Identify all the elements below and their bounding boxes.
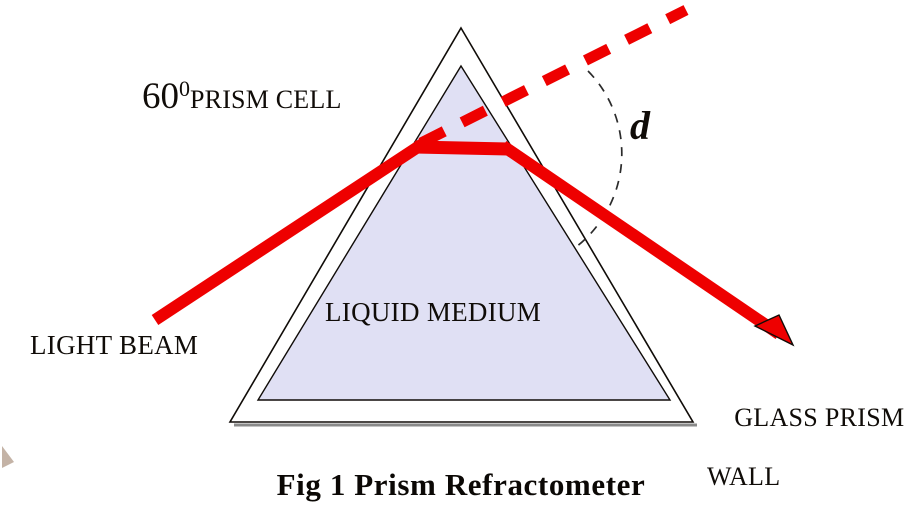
scan-artifact-mark	[2, 446, 14, 468]
glass-prism-wall-line-1: GLASS PRISM	[734, 403, 905, 433]
incident-beam	[151, 137, 428, 326]
prism-cell-text: PRISM CELL	[190, 85, 342, 115]
label-prism-cell: 600PRISM CELL	[113, 46, 342, 149]
prism-angle-value: 60	[142, 76, 179, 118]
label-glass-prism-wall: GLASS PRISM WALL	[707, 376, 904, 528]
internal-refracted-beam	[414, 140, 509, 156]
exit-beam	[499, 141, 783, 339]
exit-beam-arrowhead	[753, 314, 795, 347]
deviation-angle-arc	[575, 70, 623, 248]
label-liquid-medium: LIQUID MEDIUM	[325, 297, 542, 327]
label-deviation-angle: d	[630, 103, 650, 148]
prism-angle-degree-superscript: 0	[179, 75, 190, 101]
liquid-medium-region	[256, 64, 672, 401]
figure-caption: Fig 1 Prism Refractometer	[276, 467, 646, 502]
undeviated-beam-dashed	[418, 5, 689, 148]
label-light-beam: LIGHT BEAM	[30, 330, 199, 360]
glass-prism-wall-line-2: WALL	[707, 462, 781, 492]
